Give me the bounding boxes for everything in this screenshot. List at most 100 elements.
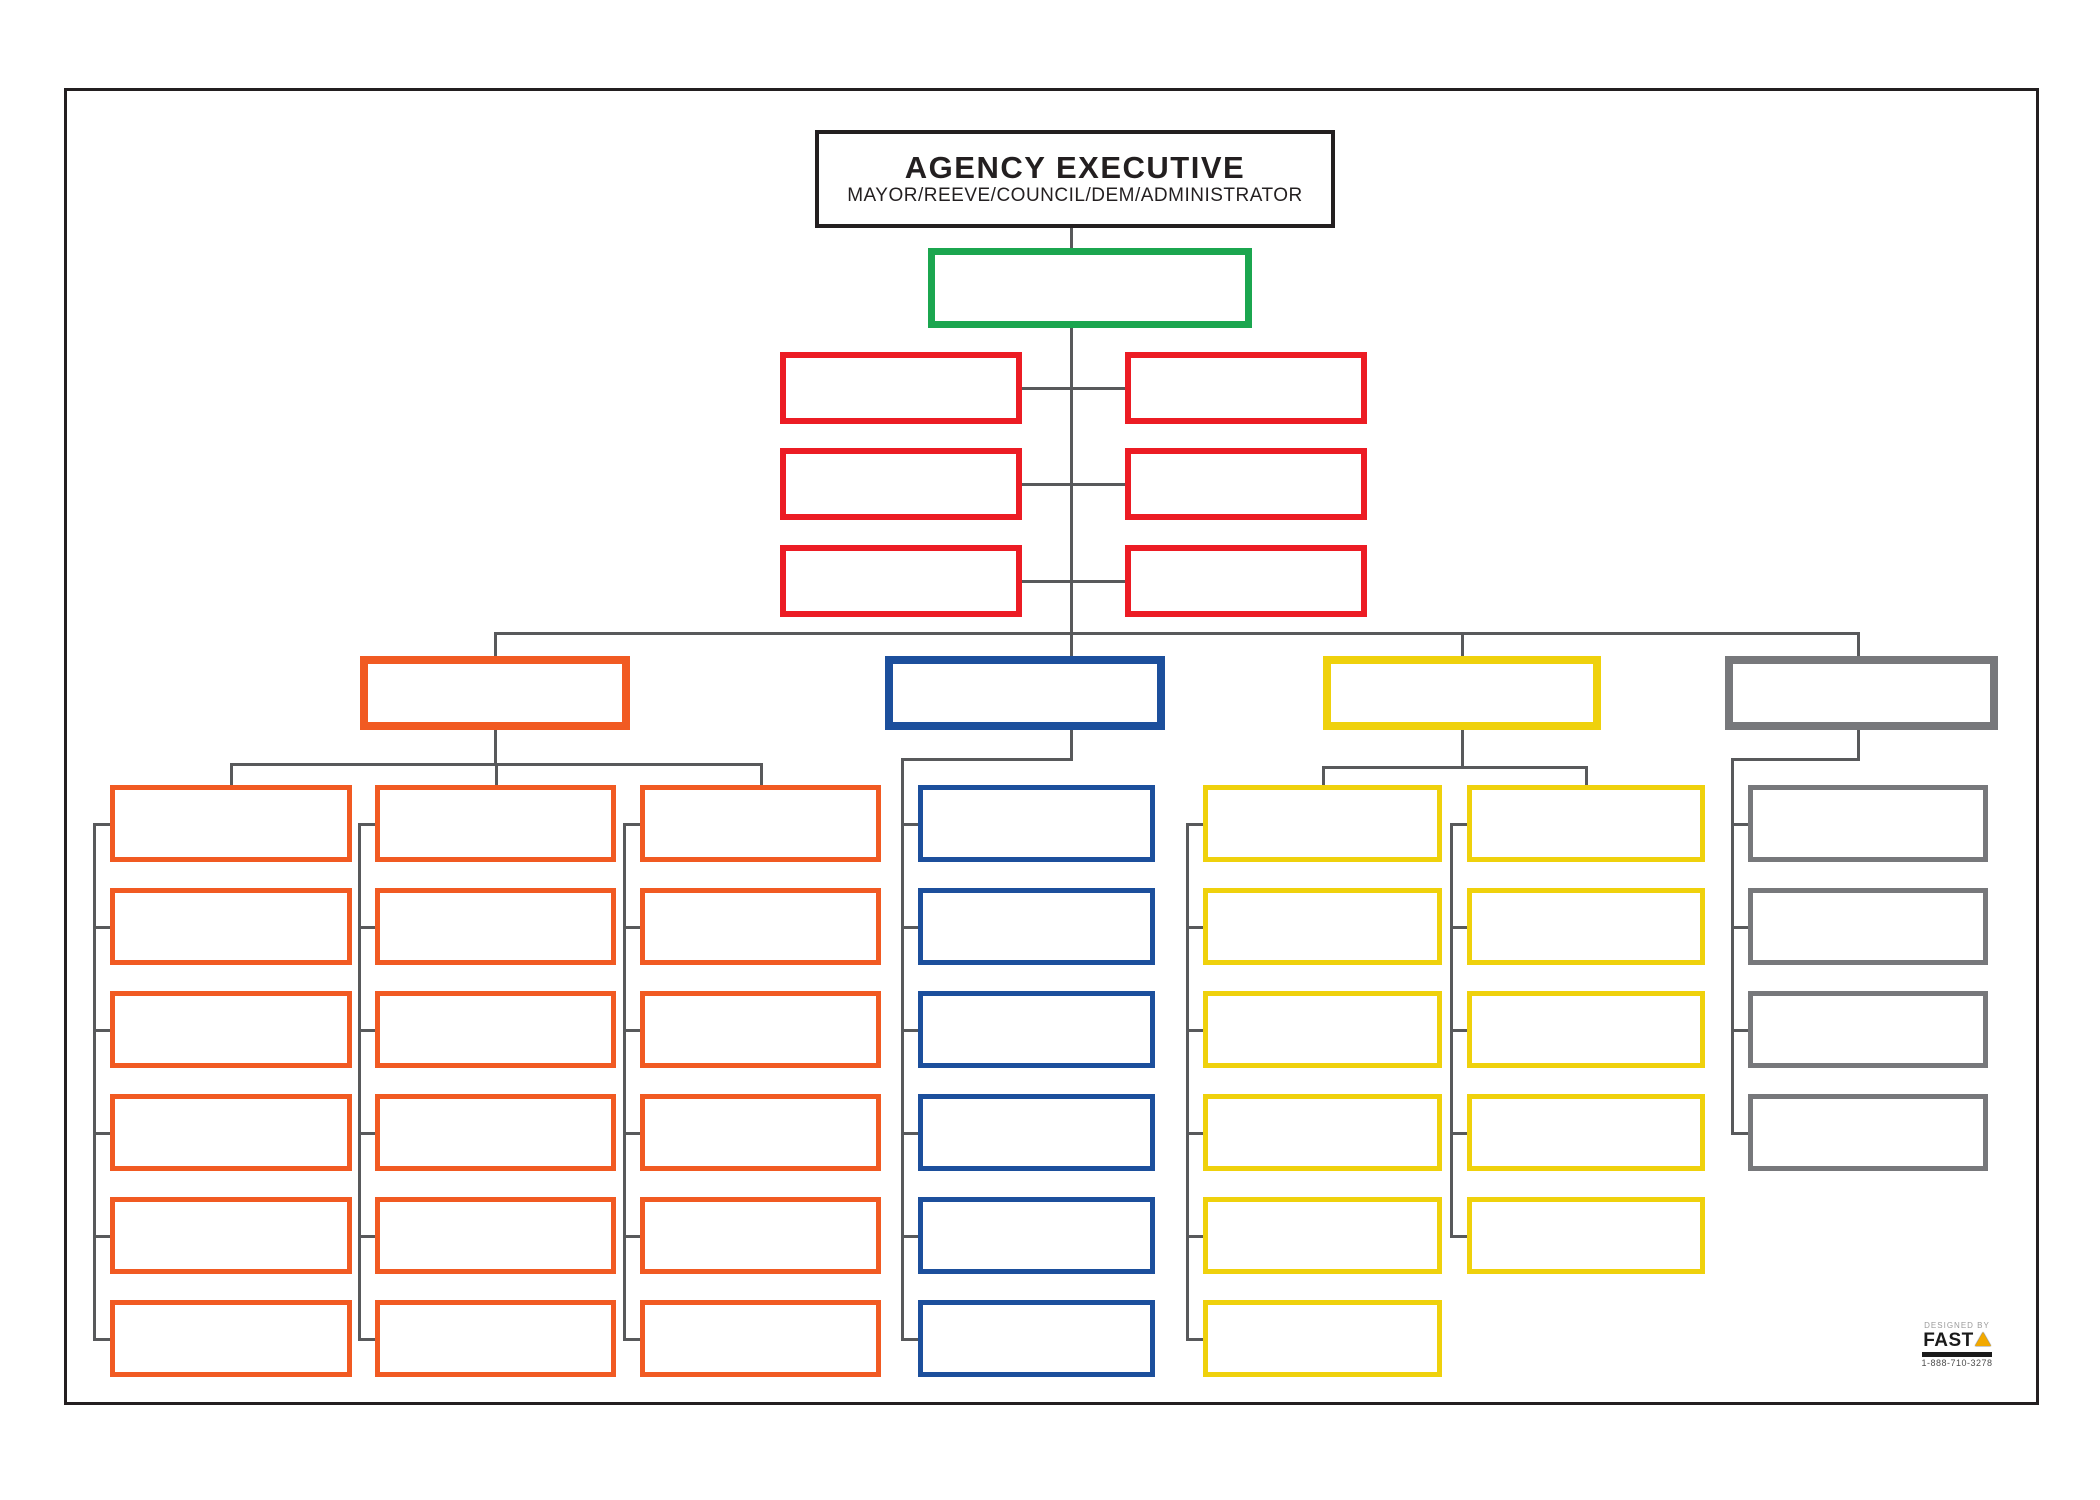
deputy-box (928, 248, 1252, 328)
connector-line (93, 1132, 110, 1135)
staff-box-right-2 (1125, 448, 1367, 520)
branch-1-col-3-box-5 (640, 1197, 881, 1274)
brand-phone: 1-888-710-3278 (1921, 1358, 1993, 1368)
connector-line (1186, 1029, 1203, 1032)
branch-2-col-1-box-6 (918, 1300, 1155, 1377)
connector-line (1322, 766, 1588, 769)
connector-line (1186, 823, 1189, 1341)
staff-box-left-1 (780, 352, 1022, 424)
brand-tagline-bar (1922, 1352, 1992, 1357)
connector-line (93, 1338, 110, 1341)
connector-line (1022, 483, 1125, 486)
branch-1-head-box (360, 656, 630, 730)
designer-logo: DESIGNED BY FAST 1-888-710-3278 (1918, 1322, 1996, 1368)
executive-box: AGENCY EXECUTIVE MAYOR/REEVE/COUNCIL/DEM… (815, 130, 1335, 228)
staff-box-right-1 (1125, 352, 1367, 424)
branch-4-col-1-box-2 (1748, 888, 1988, 965)
branch-1-col-1-box-2 (110, 888, 352, 965)
connector-line (1731, 1132, 1748, 1135)
branch-1-col-1-box-6 (110, 1300, 352, 1377)
executive-title: AGENCY EXECUTIVE (904, 149, 1246, 185)
connector-line (93, 823, 110, 826)
connector-line (358, 1132, 375, 1135)
branch-3-col-2-box-2 (1467, 888, 1705, 965)
branch-1-col-3-box-6 (640, 1300, 881, 1377)
connector-line (358, 1235, 375, 1238)
connector-line (623, 1132, 640, 1135)
connector-line (1585, 766, 1588, 787)
branch-1-col-2-box-4 (375, 1094, 616, 1171)
connector-line (494, 632, 497, 658)
connector-line (1857, 730, 1860, 758)
connector-line (1731, 823, 1748, 826)
connector-line (495, 763, 498, 787)
connector-line (760, 763, 763, 787)
designed-by-label: DESIGNED BY (1924, 1321, 1990, 1330)
connector-line (1186, 1132, 1203, 1135)
connector-line (1461, 730, 1464, 766)
branch-1-col-1-box-3 (110, 991, 352, 1068)
branch-1-col-3-box-1 (640, 785, 881, 862)
branch-2-col-1-box-5 (918, 1197, 1155, 1274)
branch-4-head-box (1725, 656, 1998, 730)
connector-line (358, 823, 361, 1341)
branch-3-col-1-box-2 (1203, 888, 1442, 965)
connector-line (93, 1029, 110, 1032)
branch-3-col-1-box-3 (1203, 991, 1442, 1068)
connector-line (93, 926, 110, 929)
branch-2-col-1-box-4 (918, 1094, 1155, 1171)
connector-line (901, 823, 918, 826)
branch-1-col-2-box-6 (375, 1300, 616, 1377)
branch-1-col-2-box-2 (375, 888, 616, 965)
connector-line (623, 1235, 640, 1238)
branch-1-col-3-box-2 (640, 888, 881, 965)
connector-line (1731, 926, 1748, 929)
branch-3-col-1-box-6 (1203, 1300, 1442, 1377)
branch-4-col-1-box-3 (1748, 991, 1988, 1068)
connector-line (901, 758, 1073, 761)
connector-line (1070, 632, 1073, 658)
staff-box-right-3 (1125, 545, 1367, 617)
branch-3-col-2-box-5 (1467, 1197, 1705, 1274)
connector-line (494, 632, 1860, 635)
branch-2-col-1-box-3 (918, 991, 1155, 1068)
branch-2-col-1-box-2 (918, 888, 1155, 965)
connector-line (1070, 328, 1073, 632)
branch-3-col-1-box-5 (1203, 1197, 1442, 1274)
branch-1-col-1-box-4 (110, 1094, 352, 1171)
branch-1-col-3-box-3 (640, 991, 881, 1068)
brand-text: FAST (1923, 1330, 1974, 1351)
connector-line (358, 1029, 375, 1032)
branch-1-col-3-box-4 (640, 1094, 881, 1171)
branch-1-col-2-box-3 (375, 991, 616, 1068)
connector-line (1731, 1029, 1748, 1032)
branch-1-col-1-box-1 (110, 785, 352, 862)
connector-line (623, 1029, 640, 1032)
branch-2-head-box (885, 656, 1165, 730)
branch-3-col-2-box-1 (1467, 785, 1705, 862)
connector-line (1186, 1235, 1203, 1238)
brand-name: FAST (1918, 1331, 1996, 1350)
connector-line (230, 763, 233, 787)
connector-line (358, 926, 375, 929)
connector-line (1186, 1338, 1203, 1341)
connector-line (1450, 1029, 1467, 1032)
branch-3-col-2-box-4 (1467, 1094, 1705, 1171)
branch-2-col-1-box-1 (918, 785, 1155, 862)
connector-line (1450, 823, 1467, 826)
connector-line (623, 823, 626, 1341)
branch-4-col-1-box-4 (1748, 1094, 1988, 1171)
connector-line (623, 926, 640, 929)
connector-line (1070, 228, 1073, 248)
staff-box-left-3 (780, 545, 1022, 617)
connector-line (1450, 1132, 1467, 1135)
connector-line (901, 1235, 918, 1238)
connector-line (93, 1235, 110, 1238)
connector-line (1186, 823, 1203, 826)
connector-line (494, 730, 497, 763)
connector-line (901, 926, 918, 929)
branch-3-col-1-box-1 (1203, 785, 1442, 862)
connector-line (1731, 758, 1734, 1135)
branch-1-col-1-box-5 (110, 1197, 352, 1274)
